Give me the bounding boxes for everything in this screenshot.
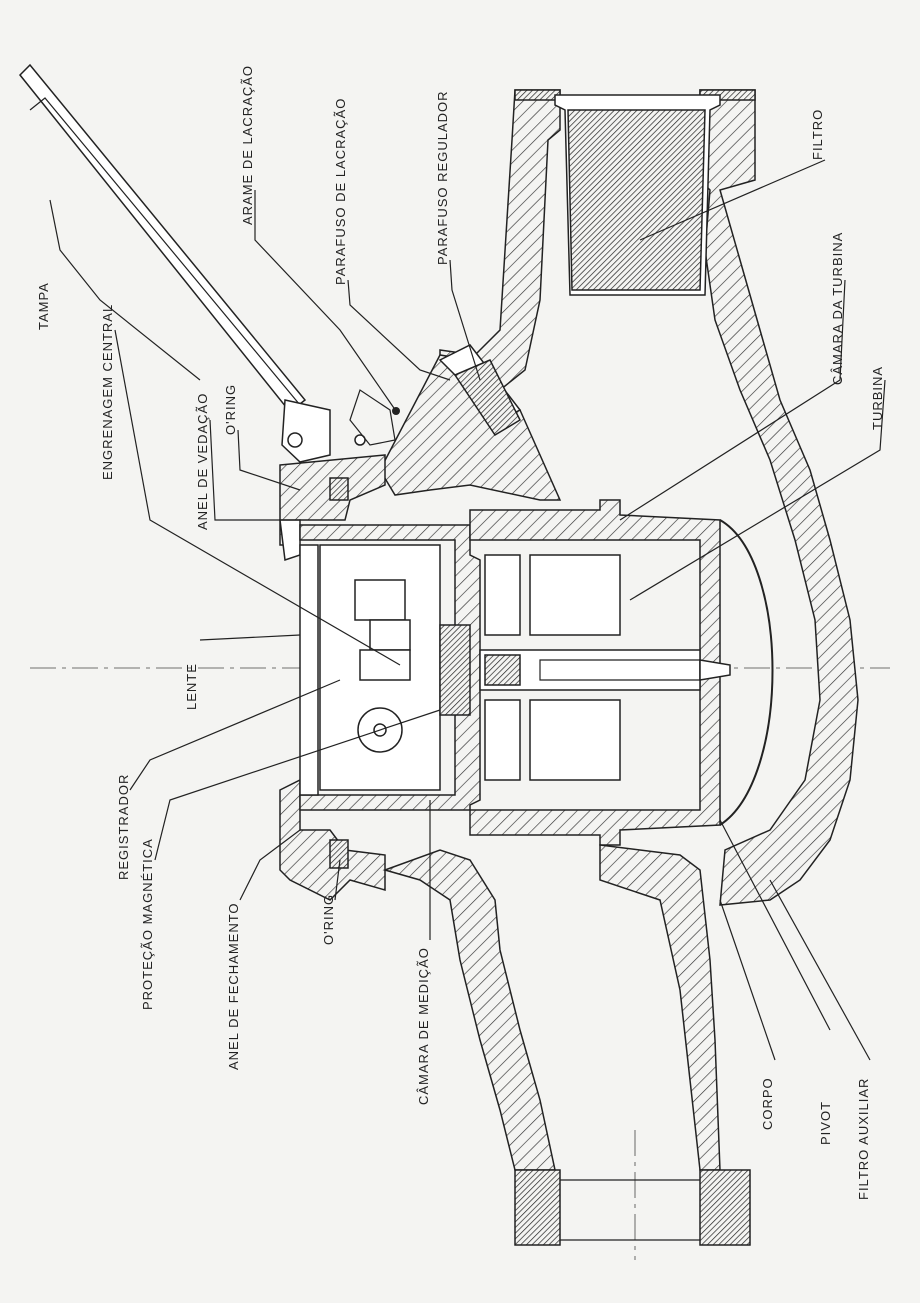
sealing-boss: [349, 344, 562, 501]
label-engrenagem-central: ENGRENAGEM CENTRAL: [100, 304, 115, 480]
label-filtro-auxiliar: FILTRO AUXILIAR: [856, 1078, 871, 1200]
filter-screen: [554, 94, 721, 296]
body-lower-outlet: [382, 844, 751, 1246]
label-filtro: FILTRO: [810, 109, 825, 160]
bottom-ring-assembly: [279, 778, 386, 901]
label-anel-de-fechamento: ANEL DE FECHAMENTO: [226, 902, 241, 1070]
measuring-chamber: [299, 524, 481, 811]
turbine-chamber: [469, 499, 774, 846]
label-registrador: REGISTRADOR: [116, 774, 131, 880]
label-oring-top: O'RING: [223, 384, 238, 435]
label-oring-bottom: O'RING: [321, 894, 336, 945]
lid-tampa: [18, 63, 366, 463]
label-camara-da-turbina: CÂMARA DA TURBINA: [830, 232, 845, 385]
label-protecao-magnetica: PROTEÇÃO MAGNÉTICA: [140, 838, 155, 1010]
label-turbina: TURBINA: [870, 366, 885, 430]
label-tampa: TAMPA: [36, 282, 51, 330]
label-anel-de-vedacao: ANEL DE VEDAÇÃO: [195, 393, 210, 530]
label-arame-de-lacracao: ARAME DE LACRAÇÃO: [240, 65, 255, 225]
label-pivot: PIVOT: [818, 1101, 833, 1145]
labels: TAMPA ARAME DE LACRAÇÃO PARAFUSO DE LACR…: [36, 65, 885, 1200]
leader-lines: [49, 159, 886, 1061]
label-lente: LENTE: [184, 663, 199, 710]
label-corpo: CORPO: [760, 1077, 775, 1130]
label-parafuso-regulador: PARAFUSO REGULADOR: [435, 90, 450, 265]
label-camara-de-medicao: CÂMARA DE MEDIÇÃO: [416, 947, 431, 1105]
label-parafuso-de-lacracao: PARAFUSO DE LACRAÇÃO: [333, 98, 348, 285]
